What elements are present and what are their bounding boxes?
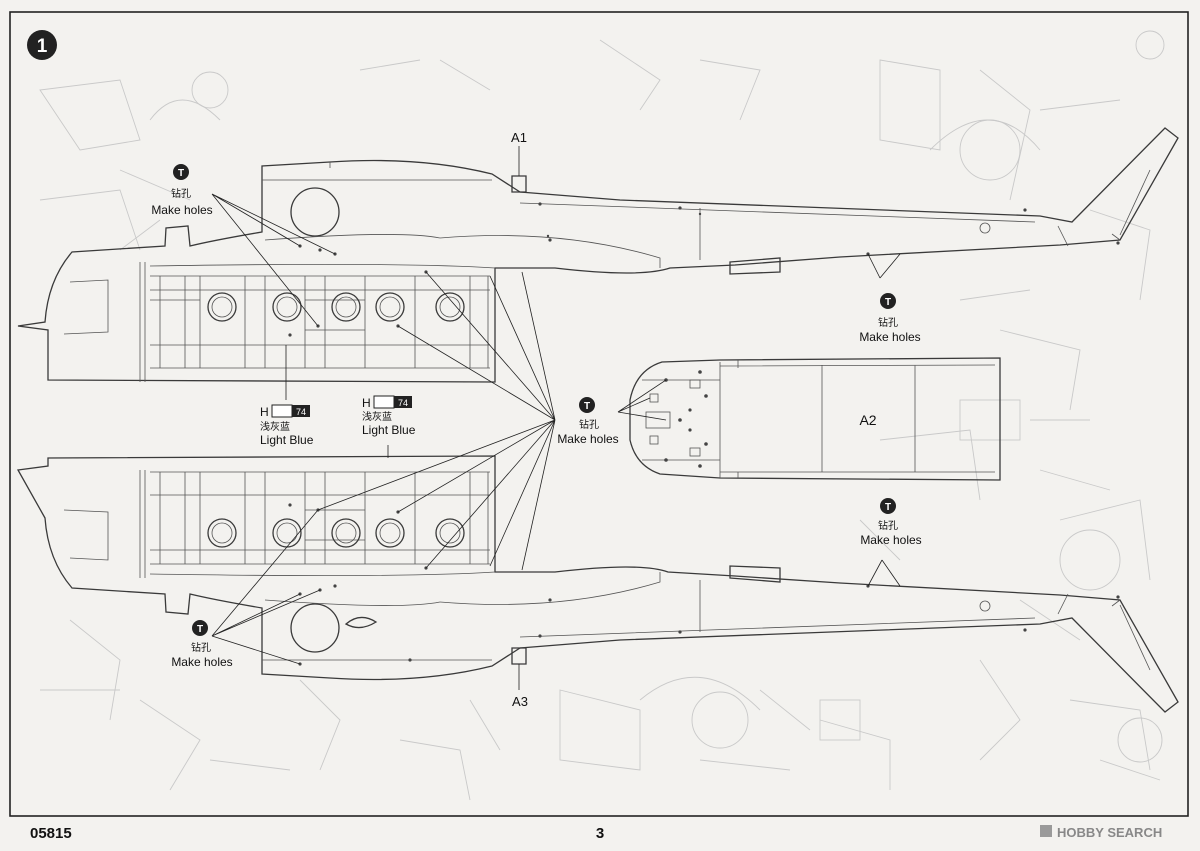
make-holes-en: Make holes: [171, 655, 232, 669]
drill-icon: [880, 293, 896, 309]
paint-swatch: [271, 404, 293, 418]
paint-code-box: [292, 405, 310, 417]
make-holes-en: Make holes: [859, 330, 920, 344]
page-code: 05815: [30, 825, 72, 842]
part-label-a2: A2: [859, 412, 876, 428]
make-holes-callout-1: T 钻孔 Make holes: [151, 164, 213, 217]
paint-name-zh: 浅灰蓝: [362, 410, 392, 423]
paint-name-en: Light Blue: [260, 433, 314, 447]
paint-swatch: [373, 395, 395, 409]
page-number: 3: [596, 825, 604, 842]
background-ghost-parts: [39, 30, 1165, 801]
svg-text:T: T: [178, 168, 184, 179]
floor-part-a2: [629, 357, 1001, 481]
step-badge: 1: [27, 30, 57, 60]
paint-name-zh: 浅灰蓝: [260, 420, 290, 433]
svg-text:T: T: [584, 401, 590, 412]
make-holes-zh: 钻孔: [878, 316, 898, 329]
paint-code-prefix: H: [260, 405, 269, 419]
make-holes-en: Make holes: [151, 203, 212, 217]
svg-text:T: T: [885, 502, 891, 513]
part-label-a1: A1: [511, 130, 527, 145]
watermark-text: HOBBY SEARCH: [1057, 825, 1162, 840]
make-holes-zh: 钻孔: [878, 519, 898, 532]
paint-code-number: 74: [398, 398, 408, 408]
make-holes-en: Make holes: [860, 533, 921, 547]
make-holes-zh: 钻孔: [579, 418, 599, 431]
page-border: [9, 11, 1189, 817]
svg-text:T: T: [197, 624, 203, 635]
step-number: 1: [37, 36, 48, 57]
make-holes-zh: 钻孔: [171, 187, 191, 200]
paint-code-number: 74: [296, 407, 306, 417]
make-holes-callout-5: T 钻孔 Make holes: [171, 620, 233, 669]
part-label-a3: A3: [512, 694, 528, 709]
make-holes-zh: 钻孔: [191, 641, 211, 654]
paint-name-en: Light Blue: [362, 423, 416, 437]
drill-icon: [579, 397, 595, 413]
drill-icon: [880, 498, 896, 514]
fuselage-half-lower: [16, 455, 1179, 713]
paint-callout-2: H 74 浅灰蓝 Light Blue: [362, 395, 416, 437]
paint-code-box: [394, 396, 412, 408]
make-holes-callout-3: T 钻孔 Make holes: [557, 397, 619, 446]
drill-icon: [173, 164, 189, 180]
leader-lines: [211, 146, 901, 690]
paint-callout-1: H 74 浅灰蓝 Light Blue: [260, 404, 314, 447]
fuselage-half-upper: [17, 127, 1179, 383]
make-holes-callout-4: T 钻孔 Make holes: [860, 498, 922, 547]
svg-text:T: T: [885, 297, 891, 308]
watermark: HOBBY SEARCH: [1040, 825, 1162, 840]
make-holes-callout-2: T 钻孔 Make holes: [859, 293, 921, 344]
paint-code-prefix: H: [362, 396, 371, 410]
drill-icon: [192, 620, 208, 636]
watermark-logo-icon: [1040, 825, 1052, 837]
make-holes-en: Make holes: [557, 432, 618, 446]
